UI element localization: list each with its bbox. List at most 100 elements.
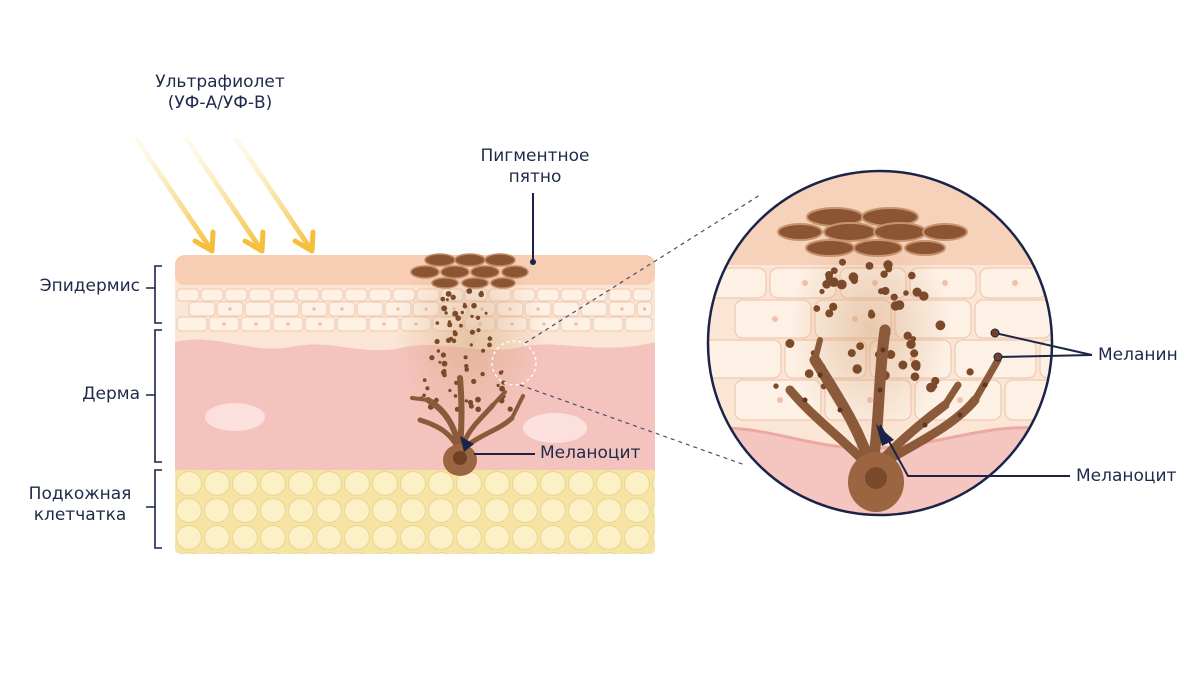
zoom-melanin-granule bbox=[910, 349, 919, 358]
uv-ray bbox=[184, 137, 263, 251]
zoom-melanin-granule bbox=[868, 309, 874, 316]
cell-nucleus bbox=[318, 322, 322, 326]
pigment-glow bbox=[395, 245, 545, 435]
cell-nucleus bbox=[620, 307, 624, 311]
melanin-leader-2 bbox=[997, 354, 1093, 358]
melanin-granule bbox=[422, 393, 426, 398]
zoom-melanin-granule bbox=[912, 287, 922, 297]
dermis-bracket bbox=[146, 329, 162, 463]
uv-arrowhead bbox=[242, 229, 266, 254]
melanin-granule bbox=[451, 338, 457, 344]
zoom-melanin-granule bbox=[935, 320, 946, 331]
zoom-melanin-granule bbox=[813, 305, 821, 312]
zoom-source-area bbox=[491, 340, 537, 386]
epidermis-cell bbox=[608, 288, 632, 302]
melanin-granule bbox=[445, 291, 452, 297]
zoom-melanin-granule bbox=[886, 350, 896, 359]
epidermis-cell bbox=[176, 288, 200, 302]
zoom-cell bbox=[1004, 379, 1052, 421]
uv-arrowheads bbox=[192, 229, 316, 254]
melanin-granule bbox=[487, 336, 493, 341]
melanin-granule bbox=[462, 303, 468, 309]
melanin-granule bbox=[441, 305, 448, 312]
subcutis-line1: Подкожная bbox=[28, 484, 132, 504]
melanin-granule bbox=[464, 363, 469, 369]
zoom-melanin-granule bbox=[908, 271, 916, 280]
melanin-granule bbox=[470, 314, 474, 318]
melanocyte-leader-arrow bbox=[460, 436, 474, 452]
melanocyte-label: Меланоцит bbox=[540, 443, 641, 463]
melanin-granules bbox=[419, 288, 513, 413]
uv-rays bbox=[134, 137, 313, 251]
uv-arrowhead bbox=[192, 229, 216, 254]
zoom-cell bbox=[708, 339, 782, 379]
epidermis-cell bbox=[344, 288, 368, 302]
melanocyte-large-granules bbox=[802, 347, 988, 428]
melanin-granule bbox=[496, 383, 500, 387]
zoom-melanin-granule bbox=[819, 288, 825, 295]
melanin-granule bbox=[452, 310, 459, 317]
zoom-cell bbox=[1049, 267, 1052, 299]
zoom-melanin-granule bbox=[850, 276, 858, 285]
zoom-cell bbox=[708, 267, 767, 299]
melanocyte-zoom-label: Меланоцит bbox=[1076, 466, 1177, 486]
melanin-granule bbox=[453, 394, 458, 398]
melanin-granule bbox=[460, 310, 464, 315]
zoom-cell-nucleus bbox=[1047, 397, 1052, 403]
melanin-granule bbox=[459, 323, 463, 328]
uv-ray bbox=[234, 137, 313, 251]
epidermis-cell bbox=[296, 288, 320, 302]
zoom-cell bbox=[1055, 300, 1131, 338]
dermis-label: Дерма bbox=[82, 384, 140, 404]
zoom-cell bbox=[1039, 339, 1052, 379]
melanin-granule bbox=[469, 343, 473, 347]
melanin-granule bbox=[475, 315, 481, 320]
epidermis-cell bbox=[336, 316, 368, 332]
zoom-pigment-spot bbox=[777, 207, 968, 257]
melanin-granule bbox=[481, 348, 486, 353]
zoom-melanin-granule bbox=[880, 270, 888, 278]
zoom-melanin-granule bbox=[856, 342, 864, 350]
zoom-melanin-granule bbox=[804, 369, 814, 378]
melanin-granule bbox=[425, 386, 430, 391]
melanin-granule bbox=[440, 352, 446, 358]
zoom-cell-nucleus bbox=[772, 316, 778, 322]
zoom-melanin-granule bbox=[926, 382, 936, 393]
cell-nucleus bbox=[642, 307, 647, 311]
melanin-granule bbox=[447, 322, 453, 328]
melanocyte-nucleus-large bbox=[865, 467, 887, 489]
epidermis-cell bbox=[244, 301, 272, 317]
epidermis-cell bbox=[584, 288, 608, 302]
melanin-granule bbox=[478, 291, 485, 298]
epidermis-label: Эпидермис bbox=[39, 276, 140, 296]
zoom-melanin-granule bbox=[825, 275, 831, 281]
melanin-granule bbox=[422, 378, 427, 382]
zoom-melanin-granule bbox=[785, 339, 795, 348]
layer-brackets bbox=[146, 265, 162, 549]
pigment-leader-dot bbox=[530, 259, 536, 265]
melanin-granule bbox=[438, 360, 442, 364]
cell-nucleus bbox=[382, 322, 386, 326]
pigment-spot bbox=[410, 253, 529, 289]
epidermis-cell bbox=[368, 288, 392, 302]
melanin-granule bbox=[464, 399, 469, 403]
zoom-melanin-granule bbox=[773, 383, 779, 389]
cell-nucleus bbox=[574, 322, 578, 326]
zoom-melanin-granule bbox=[912, 363, 921, 371]
epidermis-cell bbox=[272, 288, 296, 302]
epidermis-cell bbox=[248, 288, 272, 302]
zoom-melanin-granule bbox=[931, 376, 940, 386]
zoom-melanin-granule bbox=[828, 277, 839, 287]
uv-label-line2: (УФ-А/УФ-В) bbox=[167, 93, 273, 113]
cell-nucleus bbox=[222, 322, 226, 326]
zoom-cell-nucleus bbox=[1012, 280, 1018, 286]
epidermis-cell bbox=[176, 316, 208, 332]
uv-arrowhead bbox=[292, 229, 316, 254]
melanin-granule bbox=[466, 288, 473, 294]
melanin-granule bbox=[471, 378, 477, 384]
uv-label-line1: Ультрафиолет bbox=[155, 72, 285, 92]
epidermis-cell bbox=[200, 288, 224, 302]
zoom-cell-nucleus bbox=[1080, 356, 1086, 362]
subcutis-label: Подкожная клетчатка bbox=[10, 484, 150, 526]
